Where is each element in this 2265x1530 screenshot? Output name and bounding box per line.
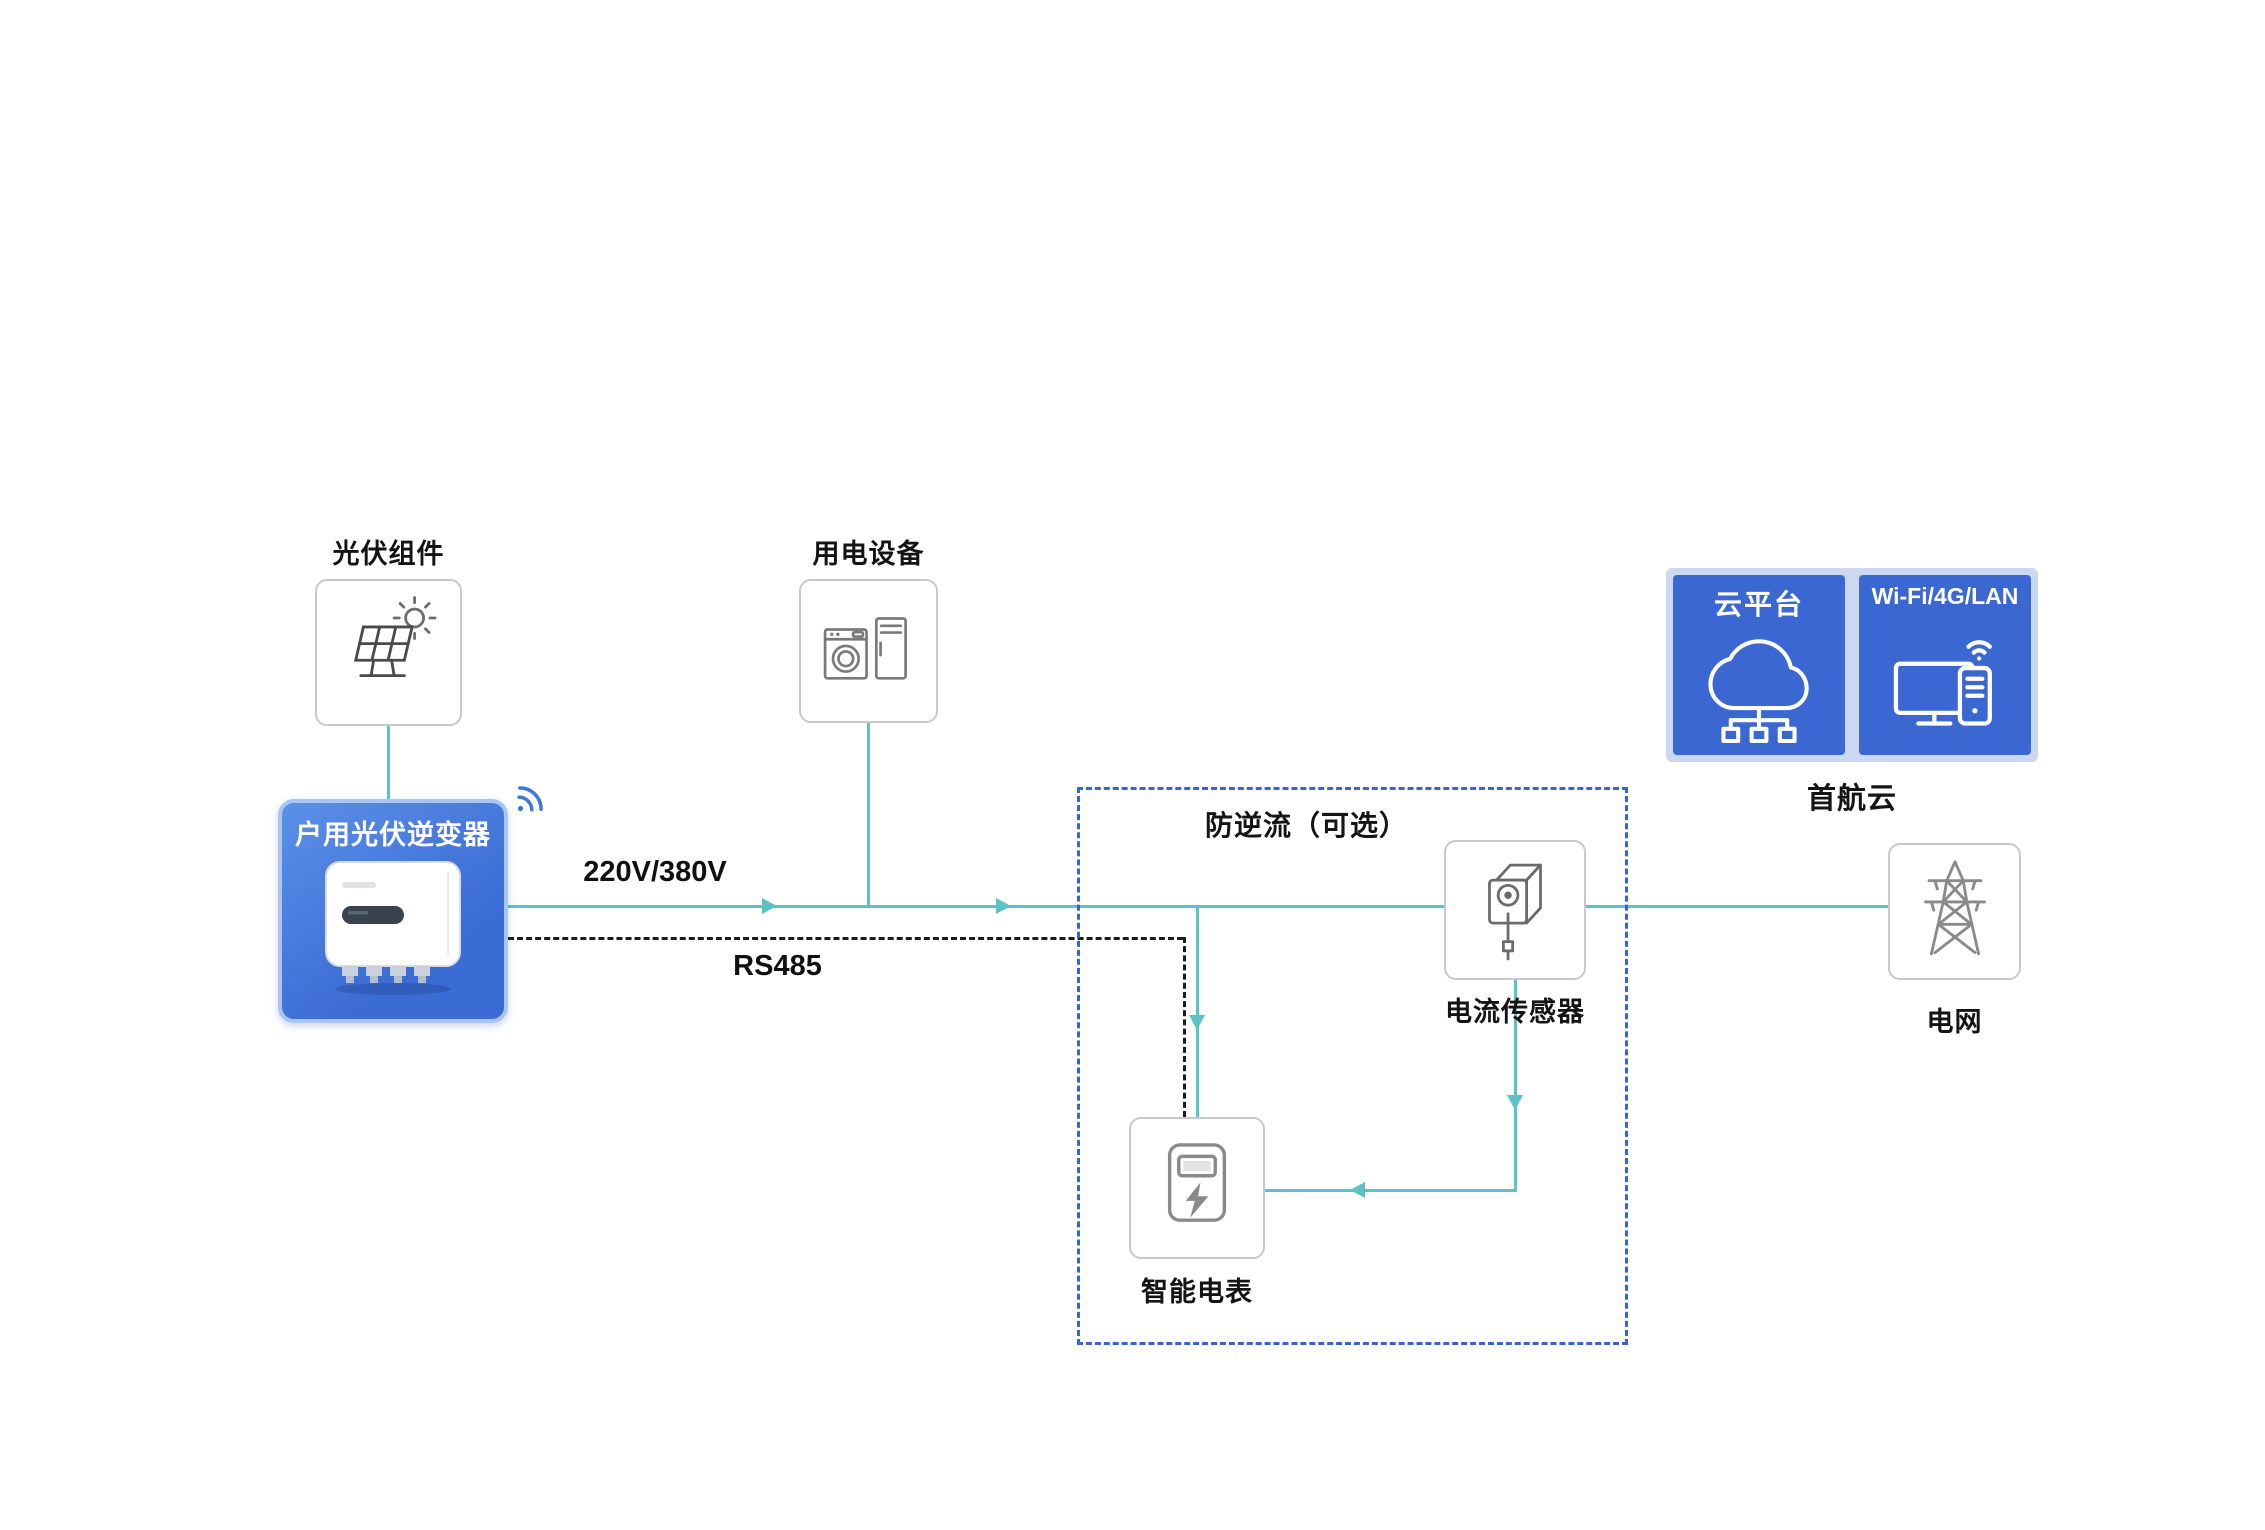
pv-module-label: 光伏组件 bbox=[332, 539, 445, 569]
sensor-drop-arrow bbox=[1507, 1095, 1523, 1110]
inverter-node: 户用光伏逆变器 bbox=[278, 799, 508, 1023]
load-label: 用电设备 bbox=[812, 539, 925, 569]
smart-meter-icon bbox=[1140, 1129, 1254, 1248]
inverter-device-icon bbox=[298, 856, 488, 1006]
load-node bbox=[799, 579, 938, 723]
ac-flow-arrow-2 bbox=[996, 898, 1011, 914]
smart-meter-label: 智能电表 bbox=[1141, 1277, 1253, 1307]
wifi-signal-icon bbox=[495, 766, 563, 834]
current-sensor-label: 电流传感器 bbox=[1445, 997, 1585, 1027]
pv-module-node bbox=[315, 579, 462, 726]
comm-card: Wi-Fi/4G/LAN bbox=[1859, 575, 2031, 755]
cloud-platform-label: 云平台 bbox=[1713, 589, 1804, 620]
grid-label: 电网 bbox=[1926, 1007, 1983, 1037]
sensor-to-meter-arrow bbox=[1350, 1182, 1365, 1198]
rs485-line-horizontal bbox=[508, 937, 1183, 940]
sensor-drop-line bbox=[1514, 980, 1517, 1192]
comm-label: Wi-Fi/4G/LAN bbox=[1871, 583, 2019, 609]
anti-backflow-label: 防逆流（可选） bbox=[1204, 810, 1408, 841]
cloud-group: 云平台 Wi-Fi/4G/LAN bbox=[1666, 568, 2038, 762]
rs485-line-vertical bbox=[1183, 937, 1186, 1117]
current-sensor-node bbox=[1444, 840, 1586, 980]
load-drop-line bbox=[867, 723, 870, 908]
cloud-network-icon bbox=[1705, 623, 1813, 755]
sensor-to-meter-line bbox=[1265, 1189, 1517, 1192]
inverter-label: 户用光伏逆变器 bbox=[295, 820, 491, 850]
ac-main-line bbox=[508, 905, 1888, 908]
solar-panel-icon bbox=[325, 586, 453, 719]
appliances-icon bbox=[808, 588, 930, 715]
meter-feed-arrow bbox=[1189, 1015, 1205, 1030]
meter-feed-line bbox=[1196, 908, 1199, 1117]
rs485-label: RS485 bbox=[733, 950, 822, 982]
cloud-platform-card: 云平台 bbox=[1673, 575, 1845, 755]
ac-voltage-label: 220V/380V bbox=[583, 856, 727, 888]
anti-backflow-group: 防逆流（可选） bbox=[1077, 787, 1628, 1345]
grid-node bbox=[1888, 843, 2021, 980]
ac-flow-arrow-1 bbox=[762, 898, 777, 914]
monitor-wifi-icon bbox=[1881, 610, 2009, 755]
pv-to-inverter-line bbox=[387, 726, 390, 800]
cloud-group-label: 首航云 bbox=[1806, 783, 1897, 815]
smart-meter-node bbox=[1129, 1117, 1265, 1259]
transmission-tower-icon bbox=[1896, 850, 2014, 973]
current-clamp-icon bbox=[1457, 850, 1573, 971]
